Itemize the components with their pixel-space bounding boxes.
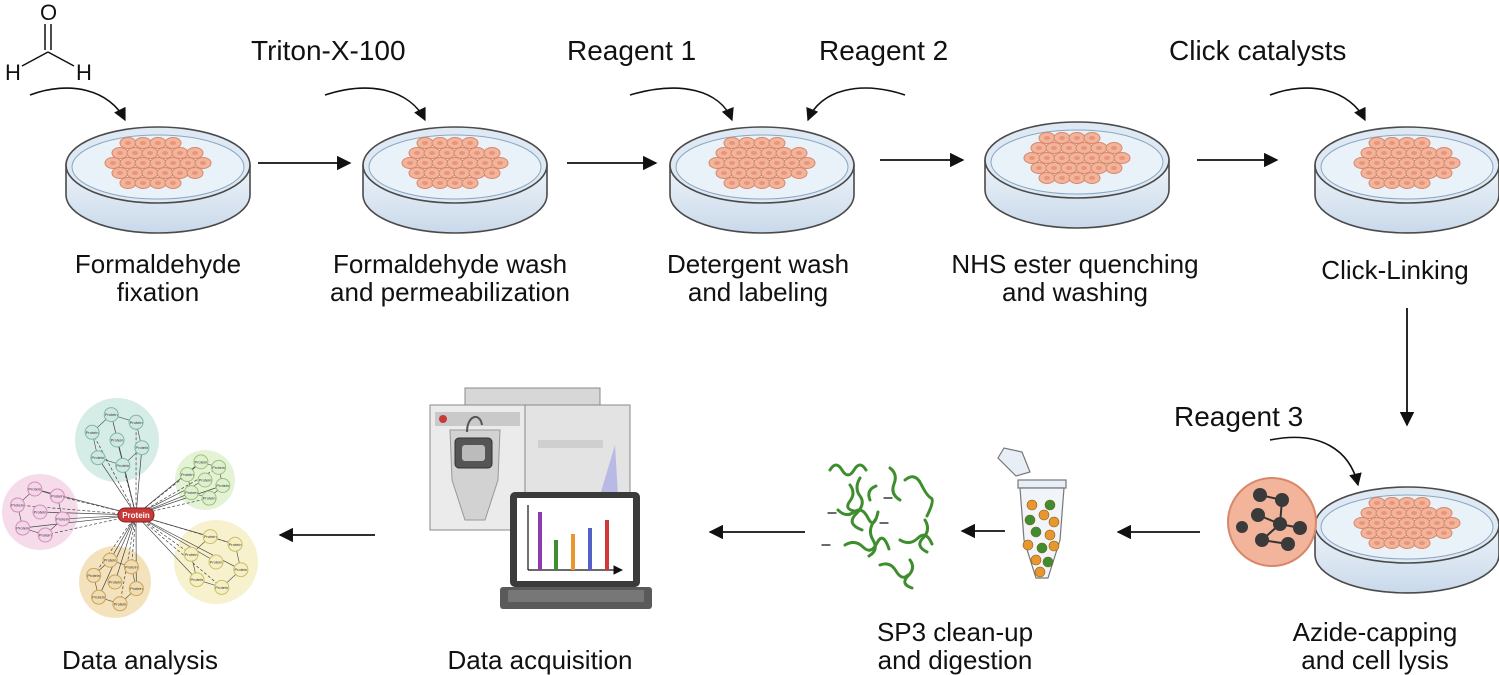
label-sp3-line1: SP3 clean-up [840, 618, 1070, 646]
label-fixation-line2: fixation [38, 278, 278, 306]
label-click-linking-line1: Click-Linking [1300, 256, 1490, 284]
label-sp3: SP3 clean-up and digestion [840, 618, 1070, 674]
reagent-1: Reagent 1 [567, 36, 696, 66]
hydrogen-atom-left: H [5, 60, 21, 85]
protein-node-label: Protein [203, 496, 216, 501]
curved-arrow-fixation [30, 88, 125, 120]
curved-arrow-reagent3 [1270, 437, 1358, 485]
tube-icon [998, 448, 1066, 578]
protein-node-label: Protein [229, 542, 242, 547]
protein-node-label: Protein [181, 472, 194, 477]
protein-node-label: Protein [195, 459, 208, 464]
label-labeling-line2: and labeling [628, 278, 888, 306]
laptop-bar-1 [538, 512, 542, 570]
formaldehyde-molecule-icon: O H H [5, 0, 92, 85]
label-data-acquisition-line1: Data acquisition [420, 646, 660, 674]
curved-arrow-click [1270, 88, 1365, 120]
peptides-icon [822, 465, 932, 588]
label-fixation: Formaldehyde fixation [38, 250, 278, 306]
protein-node-label: Protein [204, 534, 217, 539]
protein-node-label: Protein [39, 532, 52, 537]
protein-node-label: Protein [87, 573, 100, 578]
reagent-3: Reagent 3 [1174, 402, 1303, 432]
label-permeabilization-line1: Formaldehyde wash [300, 250, 600, 278]
petri-dish-permeabilization [363, 127, 547, 233]
protein-node-label: Protein [34, 510, 47, 515]
protein-node-label: Protein [185, 490, 198, 495]
laptop-bar-4 [588, 528, 592, 570]
reagent-triton: Triton-X-100 [251, 36, 406, 66]
petri-dish-labeling [670, 127, 854, 233]
reagent-click-catalysts: Click catalysts [1169, 36, 1346, 66]
protein-node-label: Protein [136, 445, 149, 450]
label-data-acquisition: Data acquisition [420, 646, 660, 674]
label-fixation-line1: Formaldehyde [38, 250, 278, 278]
protein-node-label: Protein [28, 487, 41, 492]
protein-node-label: Protein [199, 478, 212, 483]
petri-dish-click-linking [1315, 127, 1499, 233]
label-labeling: Detergent wash and labeling [628, 250, 888, 306]
label-azide-capping-line1: Azide-capping [1270, 618, 1480, 646]
protein-node-label: Protein [51, 493, 64, 498]
label-permeabilization: Formaldehyde wash and permeabilization [300, 250, 600, 306]
label-data-analysis: Data analysis [20, 646, 260, 674]
protein-node-label: Protein [210, 560, 223, 565]
protein-node-label: Protein [16, 526, 29, 531]
protein-node-label: Protein [104, 558, 117, 563]
label-data-analysis-line1: Data analysis [20, 646, 260, 674]
protein-node-label: Protein [215, 585, 228, 590]
label-click-linking: Click-Linking [1300, 256, 1490, 284]
label-permeabilization-line2: and permeabilization [300, 278, 600, 306]
protein-node-label: Protein [92, 455, 105, 460]
petri-dish-quenching [985, 122, 1169, 228]
protein-node-label: Protein [105, 412, 118, 417]
protein-node-label: Protein [216, 483, 229, 488]
protein-node-label: Protein [56, 516, 69, 521]
protein-center-label: Protein [122, 511, 150, 520]
label-azide-capping: Azide-capping and cell lysis [1270, 618, 1480, 674]
label-azide-capping-line2: and cell lysis [1270, 646, 1480, 674]
protein-node-label: Protein [109, 580, 122, 585]
bead-cluster-icon [1228, 478, 1316, 566]
curved-arrow-reagent2 [808, 88, 905, 120]
reagent-2: Reagent 2 [819, 36, 948, 66]
protein-node-label: Protein [116, 463, 129, 468]
protein-node-label: Protein [130, 420, 143, 425]
laptop-bar-3 [571, 534, 575, 570]
petri-dish-azide-capping [1315, 487, 1499, 593]
hydrogen-atom-right: H [76, 60, 92, 85]
label-labeling-line1: Detergent wash [628, 250, 888, 278]
label-sp3-line2: and digestion [840, 646, 1070, 674]
protein-node-label: Protein [212, 465, 225, 470]
laptop-bar-2 [554, 540, 558, 570]
protein-node-label: Protein [130, 586, 143, 591]
protein-network-icon: ProteinProteinProteinProteinProteinProte… [2, 398, 258, 618]
petri-dish-fixation [66, 127, 250, 233]
oxygen-atom: O [40, 0, 57, 25]
protein-node-label: Protein [92, 595, 105, 600]
label-quenching-line1: NHS ester quenching [925, 250, 1225, 278]
protein-node-label: Protein [11, 503, 24, 508]
protein-node-label: Protein [111, 438, 124, 443]
laptop-icon [500, 492, 652, 609]
protein-node-label: Protein [235, 567, 248, 572]
protein-node-label: Protein [86, 430, 99, 435]
label-quenching-line2: and washing [925, 278, 1225, 306]
protein-node-label: Protein [125, 564, 138, 569]
label-quenching: NHS ester quenching and washing [925, 250, 1225, 306]
protein-node-label: Protein [185, 552, 198, 557]
curved-arrow-triton [325, 88, 425, 120]
protein-node-label: Protein [114, 601, 127, 606]
protein-node-label: Protein [191, 577, 204, 582]
laptop-bar-5 [605, 520, 609, 570]
curved-arrow-reagent1 [630, 88, 732, 120]
